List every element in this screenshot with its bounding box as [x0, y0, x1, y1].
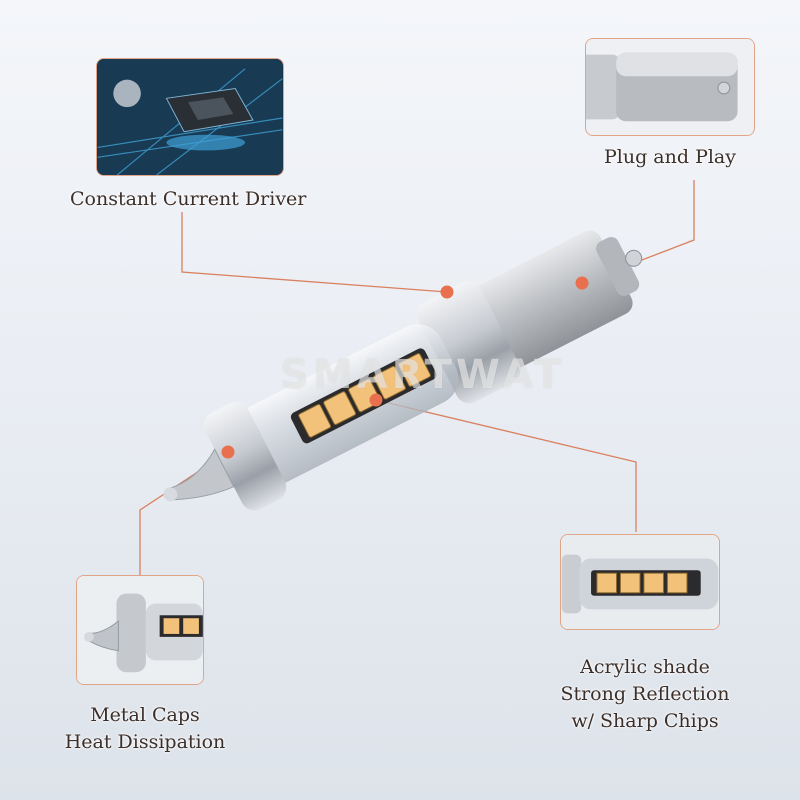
shade-label-line-1: Acrylic shade — [580, 656, 710, 678]
callout-dot-plug — [575, 276, 589, 290]
shade-label-line-2: Strong Reflection — [560, 682, 730, 705]
driver-thumbnail — [96, 58, 284, 176]
shade-label: Acrylic shade Strong Reflection w/ Sharp… — [552, 654, 738, 735]
caps-label: Metal Caps Heat Dissipation — [50, 702, 240, 756]
driver-label: Constant Current Driver — [70, 188, 307, 210]
circuit-board-image — [97, 59, 283, 175]
socket-base-image — [586, 39, 754, 135]
watermark-text: SMARTWAT — [280, 352, 566, 398]
caps-label-line-1: Metal Caps — [90, 704, 200, 726]
led-chips-image — [561, 535, 719, 629]
plug-label: Plug and Play — [604, 146, 736, 168]
leader-line-driver — [181, 212, 448, 293]
metal-cap-image — [77, 576, 203, 684]
plug-thumbnail — [585, 38, 755, 136]
shade-label-line-3: w/ Sharp Chips — [571, 709, 719, 732]
caps-thumbnail — [76, 575, 204, 685]
callout-dot-shade — [369, 393, 383, 407]
callout-dot-caps — [221, 445, 235, 459]
caps-label-line-2: Heat Dissipation — [64, 730, 226, 753]
callout-dot-driver — [440, 285, 454, 299]
leader-line-shade — [375, 399, 637, 532]
shade-thumbnail — [560, 534, 720, 630]
